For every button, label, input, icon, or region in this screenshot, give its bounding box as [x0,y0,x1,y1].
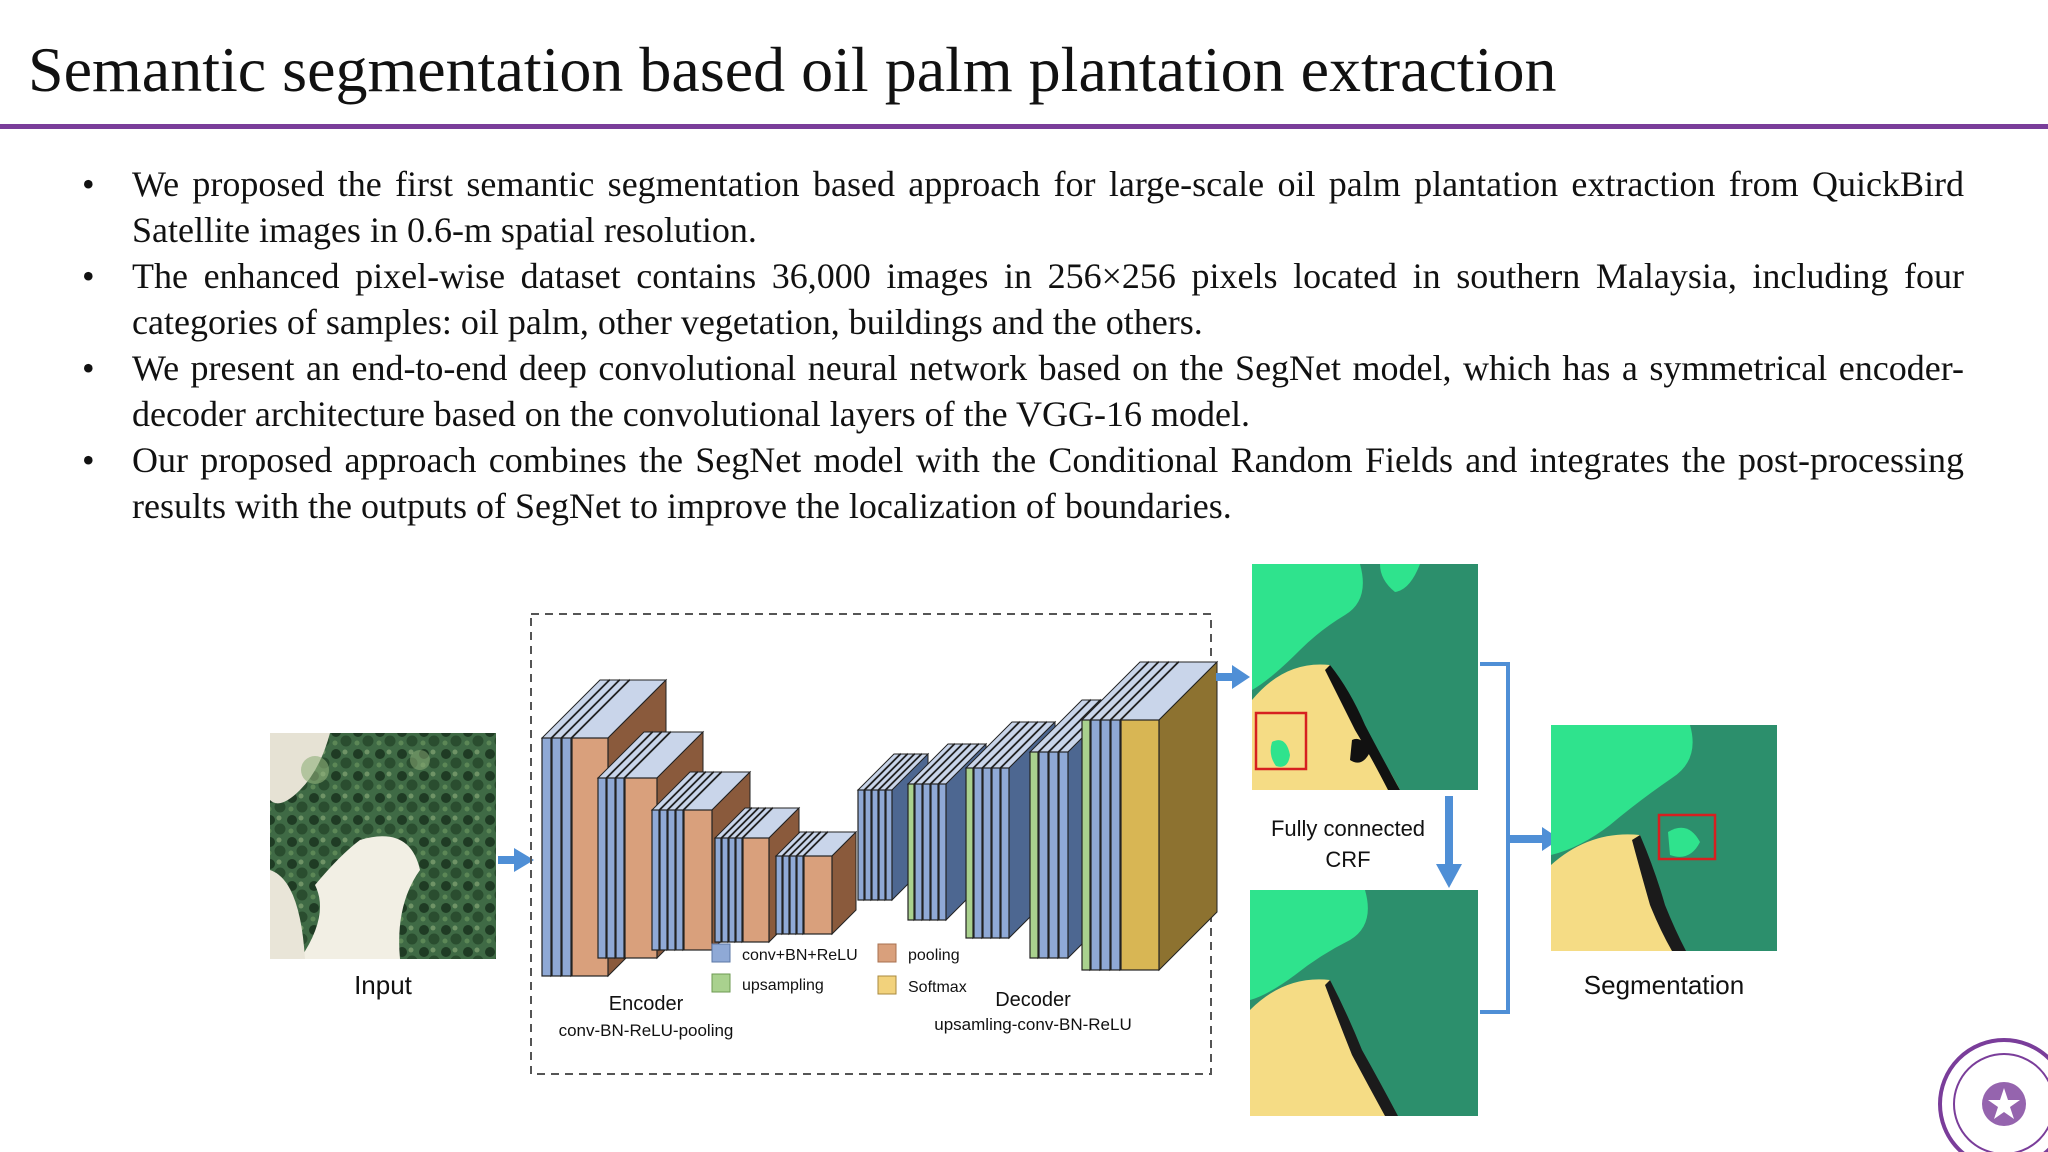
legend-swatch-softmax [877,975,897,995]
segmentation-map [1551,725,1777,951]
bullet-dot-icon: • [82,440,95,480]
bullet-dot-icon: • [82,256,95,296]
arrow-down-crf-icon [1436,796,1462,888]
bullet-text: The enhanced pixel-wise dataset contains… [132,256,1964,342]
bullet-text: We present an end-to-end deep convolutio… [132,348,1964,434]
bullet-item: • Our proposed approach combines the SegN… [82,437,1964,529]
bullet-text: Our proposed approach combines the SegNe… [132,440,1964,526]
bullet-item: • We proposed the first semantic segmenta… [82,161,1964,253]
bullet-dot-icon: • [82,348,95,388]
encoder-label: Encoder [609,993,684,1015]
legend-label-conv: conv+BN+ReLU [742,947,858,964]
input-satellite-image [270,733,496,959]
layer-pool [802,830,858,936]
slide-title: Semantic segmentation based oil palm pla… [28,34,1557,105]
encoder-sublabel: conv-BN-ReLU-pooling [559,1021,734,1040]
highlight-box [1254,711,1308,771]
title-divider [0,124,2048,129]
legend-swatch-upsampling [711,973,731,993]
arrow-network-to-output-icon [1216,665,1250,689]
segmentation-label: Segmentation [1584,970,1744,1000]
merge-bracket [1480,662,1510,1014]
university-seal-logo [1938,1038,2048,1152]
arrow-input-to-network-icon [498,848,534,872]
network-layers [540,660,1219,978]
crf-label-line2: CRF [1325,847,1370,872]
bullet-text: We proposed the first semantic segmentat… [132,164,1964,250]
legend-swatch-conv [711,943,731,963]
bullet-item: • The enhanced pixel-wise dataset contain… [82,253,1964,345]
legend: conv+BN+ReLU pooling upsampling Softmax [711,943,967,996]
legend-label-upsampling: upsampling [742,977,824,994]
highlight-box [1657,813,1717,861]
decoder-label: Decoder [995,989,1071,1011]
legend-swatch-pooling [877,943,897,963]
crf-label-line1: Fully connected [1271,816,1425,841]
crf-output-map [1250,890,1478,1116]
segnet-output-map [1252,564,1478,790]
bullet-item: • We present an end-to-end deep convoluti… [82,345,1964,437]
input-label: Input [354,970,413,1000]
bullet-list: • We proposed the first semantic segmenta… [82,161,1964,529]
layer-soft [1119,660,1219,972]
bullet-dot-icon: • [82,164,95,204]
legend-label-pooling: pooling [908,947,960,964]
decoder-sublabel: upsamling-conv-BN-ReLU [934,1015,1131,1034]
legend-label-softmax: Softmax [908,979,967,996]
